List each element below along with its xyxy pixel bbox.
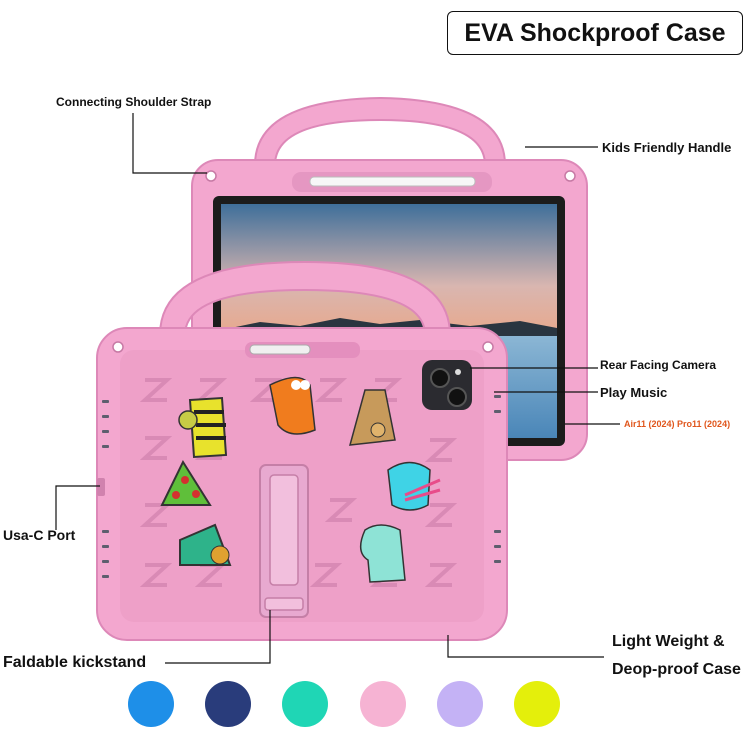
color-options	[128, 681, 560, 727]
swatch-pink[interactable]	[359, 681, 406, 727]
swatch-yellow[interactable]	[513, 681, 560, 727]
swatch-sky-blue[interactable]	[128, 681, 174, 727]
callout-lines	[55, 113, 620, 664]
front-case	[96, 260, 508, 641]
label-usbc: Usa-C Port	[3, 527, 76, 543]
swatch-lavender[interactable]	[436, 681, 483, 727]
strap-hole-left	[205, 170, 217, 182]
stylus-pen	[309, 176, 476, 187]
swatch-turquoise[interactable]	[282, 681, 329, 727]
label-handle: Kids Friendly Handle	[602, 140, 732, 155]
swatch-navy[interactable]	[205, 681, 252, 727]
usbc-port	[97, 478, 105, 496]
label-models: Air11 (2024) Pro11 (2024)	[624, 419, 731, 429]
label-music: Play Music	[600, 385, 668, 400]
label-light-weight-2: Deop-proof Case	[612, 661, 741, 678]
title-box: EVA Shockproof Case	[447, 11, 743, 55]
label-light-weight-1: Light Weight &	[612, 633, 725, 650]
page-title: EVA Shockproof Case	[464, 18, 726, 47]
character-stickers	[160, 376, 441, 583]
back-handle	[253, 96, 507, 166]
strap-hole-right	[564, 170, 576, 182]
label-shoulder-strap: Connecting Shoulder Strap	[56, 95, 212, 109]
label-camera: Rear Facing Camera	[600, 358, 717, 372]
label-kickstand: Faldable kickstand	[3, 654, 147, 671]
